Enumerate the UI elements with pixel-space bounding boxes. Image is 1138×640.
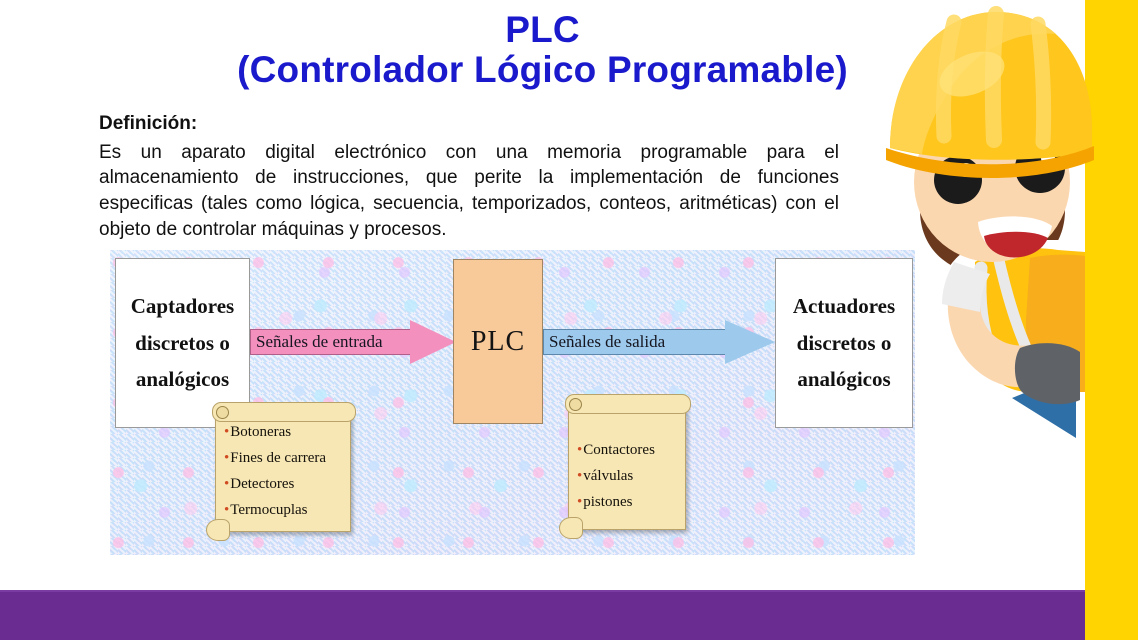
accent-band-right xyxy=(1085,0,1138,640)
scroll-roll-top-icon xyxy=(212,402,356,422)
input-arrow-label: Señales de entrada xyxy=(256,332,383,351)
output-box-line-1: Actuadores xyxy=(792,293,896,318)
input-arrow-shaft xyxy=(250,329,412,355)
output-devices-list: Contactores válvulas pistones xyxy=(569,403,685,529)
title-line-2: (Controlador Lógico Programable) xyxy=(237,48,848,90)
output-signal-arrow: Señales de salida xyxy=(543,320,775,364)
definition-text: Es un aparato digital electrónico con un… xyxy=(99,141,839,240)
list-item: Detectores xyxy=(224,477,344,492)
definition-label: Definición: xyxy=(99,113,198,134)
footer-bar xyxy=(0,590,1085,640)
output-box-line-2: discretos o xyxy=(796,330,892,355)
output-devices-scroll: Contactores válvulas pistones xyxy=(559,394,691,539)
diagram-plc-box: PLC xyxy=(453,259,543,424)
list-item: Contactores xyxy=(577,443,679,458)
scroll-roll-bottom-icon xyxy=(559,517,583,539)
input-devices-scroll: Botoneras Fines de carrera Detectores Te… xyxy=(206,402,356,541)
input-box-line-2: discretos o xyxy=(135,330,230,355)
scroll-roll-top-icon xyxy=(565,394,691,414)
output-arrow-label: Señales de salida xyxy=(549,332,666,351)
list-item: pistones xyxy=(577,495,679,510)
list-item: Termocuplas xyxy=(224,503,344,518)
input-arrow-head xyxy=(410,320,456,364)
output-arrow-head xyxy=(725,320,775,364)
scroll-roll-bottom-icon xyxy=(206,519,230,541)
diagram-output-box: Actuadores discretos o analógicos xyxy=(775,258,913,428)
plc-box-label: PLC xyxy=(470,325,526,357)
definition-block: Definición: Es un aparato digital electr… xyxy=(99,112,839,242)
output-box-line-3: analógicos xyxy=(797,367,891,392)
list-item: Fines de carrera xyxy=(224,451,344,466)
page-title: PLC (Controlador Lógico Programable) xyxy=(0,10,1085,90)
plc-block-diagram: Captadores discretos o analógicos Señale… xyxy=(110,250,915,555)
input-devices-list: Botoneras Fines de carrera Detectores Te… xyxy=(216,411,350,537)
worker-icon xyxy=(886,6,1094,438)
output-arrow-shaft xyxy=(543,329,727,355)
title-line-1: PLC xyxy=(505,9,580,50)
construction-worker-illustration xyxy=(880,0,1095,470)
list-item: válvulas xyxy=(577,469,679,484)
diagram-input-box: Captadores discretos o analógicos xyxy=(115,258,250,428)
input-signal-arrow: Señales de entrada xyxy=(250,320,456,364)
list-item: Botoneras xyxy=(224,425,344,440)
input-box-line-1: Captadores xyxy=(130,293,235,318)
input-box-line-3: analógicos xyxy=(135,367,230,392)
